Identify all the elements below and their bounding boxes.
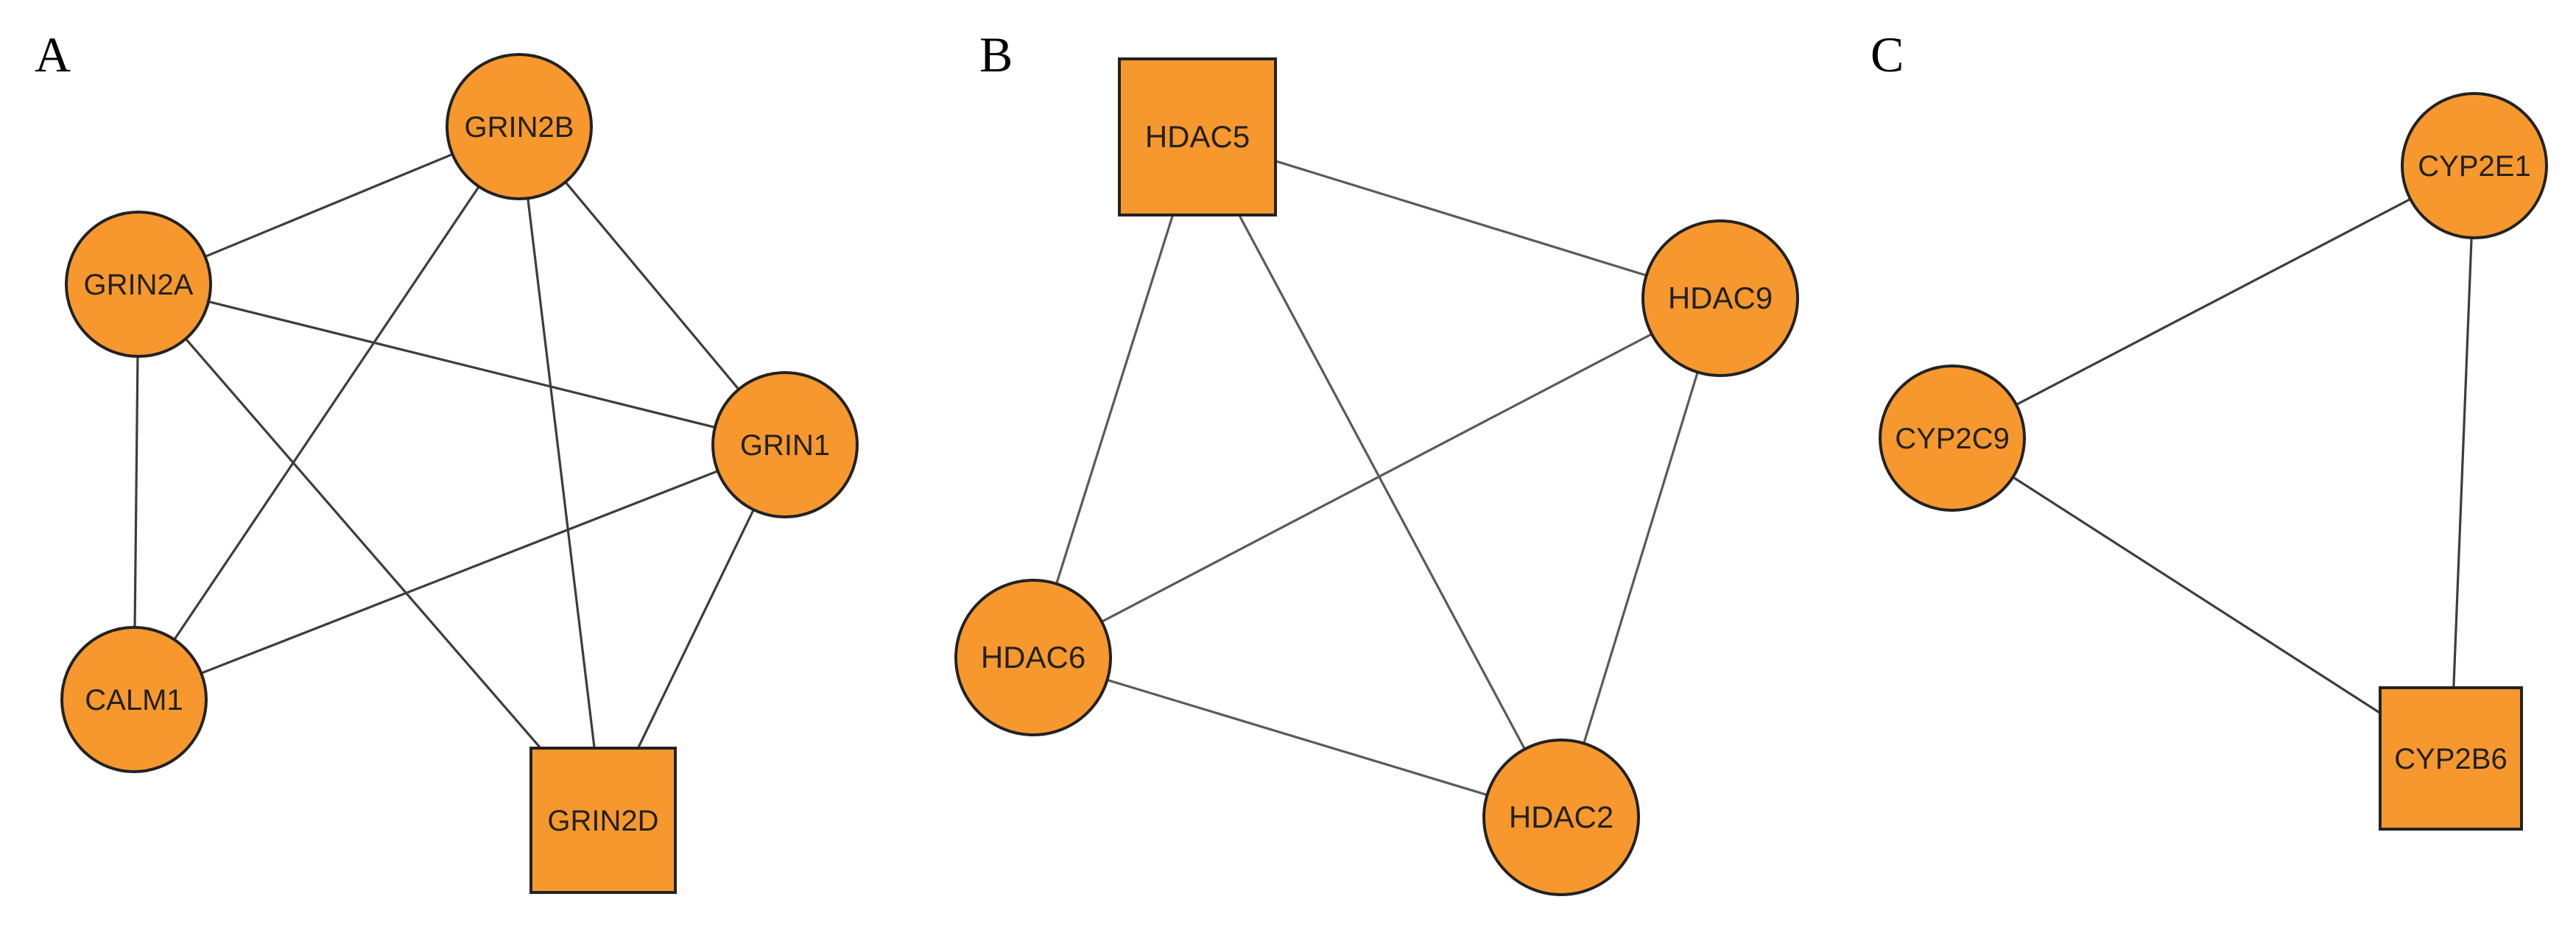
edge-grin2b-calm1 <box>133 126 521 700</box>
node-circle <box>954 579 1112 736</box>
edge-hdac5-hdac9 <box>1197 135 1721 300</box>
node-hdac2: HDAC2 <box>1482 739 1640 896</box>
node-hdac5: HDAC5 <box>1118 57 1277 216</box>
node-circle <box>2401 92 2548 239</box>
node-label: CALM1 <box>85 684 183 716</box>
edge-hdac9-hdac6 <box>1032 297 1721 659</box>
node-hdac6: HDAC6 <box>954 579 1112 736</box>
node-label: CYP2E1 <box>2418 150 2530 183</box>
edge-cyp2e1-cyp2b6 <box>2449 165 2476 759</box>
node-circle <box>711 371 859 518</box>
edge-hdac5-hdac6 <box>1032 136 1199 658</box>
edge-grin1-calm1 <box>133 443 786 701</box>
edge-grin2a-grin1 <box>138 283 786 446</box>
edge-grin2a-grin2d <box>137 283 605 822</box>
node-label: HDAC6 <box>981 640 1085 674</box>
node-cyp2b6: CYP2B6 <box>2379 686 2523 831</box>
node-circle <box>1641 219 1799 377</box>
panel-label-a: A <box>35 27 71 82</box>
edge-grin2b-grin2d <box>518 126 605 821</box>
node-circle <box>65 211 212 358</box>
node-circle <box>60 626 208 773</box>
node-hdac9: HDAC9 <box>1641 219 1799 377</box>
panel-label-c: C <box>1871 27 1904 82</box>
panel-b-edges <box>1032 135 1722 819</box>
node-grin2b: GRIN2B <box>446 53 593 200</box>
node-square <box>529 747 677 894</box>
node-label: HDAC9 <box>1668 281 1773 315</box>
node-grin1: GRIN1 <box>711 371 859 518</box>
node-label: GRIN1 <box>740 429 830 462</box>
node-label: GRIN2D <box>547 805 658 837</box>
node-grin2a: GRIN2A <box>65 211 212 358</box>
node-square <box>1118 57 1277 216</box>
node-label: GRIN2B <box>465 111 574 144</box>
panel-label-b: B <box>979 27 1013 82</box>
node-label: CYP2C9 <box>1895 423 2010 455</box>
node-calm1: CALM1 <box>60 626 208 773</box>
node-label: GRIN2A <box>84 269 194 301</box>
node-cyp2e1: CYP2E1 <box>2401 92 2548 239</box>
node-circle <box>1482 739 1640 896</box>
node-square <box>2379 686 2523 831</box>
node-circle <box>446 53 593 200</box>
node-label: HDAC5 <box>1145 119 1250 154</box>
edge-hdac9-hdac2 <box>1560 297 1722 818</box>
edge-hdac6-hdac2 <box>1032 656 1562 819</box>
node-circle <box>1879 364 2026 512</box>
node-cyp2c9: CYP2C9 <box>1879 364 2026 512</box>
node-label: CYP2B6 <box>2394 743 2507 775</box>
edge-cyp2e1-cyp2c9 <box>1952 164 2475 440</box>
edge-cyp2c9-cyp2b6 <box>1952 437 2452 760</box>
panel-c-edges <box>1952 164 2476 760</box>
node-grin2d: GRIN2D <box>529 747 677 894</box>
node-label: HDAC2 <box>1509 800 1613 834</box>
